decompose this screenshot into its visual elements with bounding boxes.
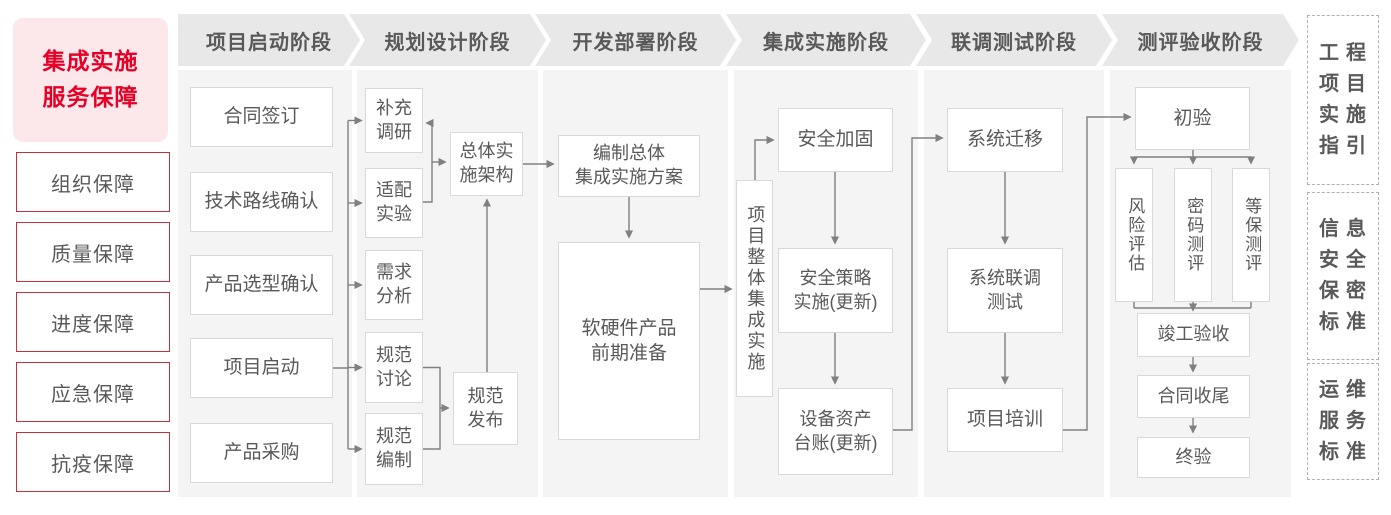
box-product-procurement: 产品采购 [190,423,333,483]
box-contract-closing: 合同收尾 [1137,375,1250,418]
box-project-training: 项目培训 [947,388,1063,452]
phase-header-integration: 集成实施阶段 [726,14,926,66]
phase-header-acceptance: 测评验收阶段 [1102,14,1299,66]
box-product-selection: 产品选型确认 [190,255,333,315]
box-integration-plan: 编制总体 集成实施方案 [558,135,700,197]
box-security-policy: 安全策略 实施(更新) [778,248,893,333]
sidebar-item-emergency: 应急保障 [16,362,170,422]
box-spec-discussion: 规范 讨论 [365,332,423,403]
sidebar-item-organization: 组织保障 [16,152,170,212]
sidebar-item-schedule: 进度保障 [16,292,170,352]
box-completion-acceptance: 竣工验收 [1137,313,1250,357]
box-overall-architecture: 总体实 施架构 [450,132,523,196]
phase-header-planning: 规划设计阶段 [349,14,546,66]
standard-box-ops-service: 运维 服务 标准 [1307,363,1379,480]
box-risk-assessment: 风险评估 [1115,168,1153,302]
box-mlps-evaluation: 等保测评 [1232,168,1270,302]
box-project-kickoff: 项目启动 [190,338,333,398]
box-asset-ledger: 设备资产 台账(更新) [778,388,893,475]
sidebar-item-quality: 质量保障 [16,222,170,282]
box-tech-route-confirm: 技术路线确认 [190,172,333,232]
box-joint-testing: 系统联调 测试 [947,248,1063,333]
phase-header-development: 开发部署阶段 [535,14,736,66]
phase-header-testing: 联调测试阶段 [916,14,1112,66]
box-hw-sw-preparation: 软硬件产品 前期准备 [558,242,700,440]
sidebar-title: 集成实施 服务保障 [13,18,168,142]
box-adaptation-test: 适配 实验 [365,168,423,238]
box-crypto-evaluation: 密码测评 [1174,168,1212,302]
box-requirement-analysis: 需求 分析 [365,250,423,320]
box-initial-acceptance: 初验 [1135,87,1250,150]
box-security-hardening: 安全加固 [778,108,893,172]
box-contract-signing: 合同签订 [190,87,333,147]
box-spec-drafting: 规范 编制 [365,413,423,485]
sidebar-item-epidemic: 抗疫保障 [16,432,170,492]
standard-box-infosec-secrecy: 信息 安全 保密 标准 [1307,192,1379,360]
box-spec-publish: 规范 发布 [453,372,518,445]
standard-box-engineering-guide: 工程 项目 实施 指引 [1307,15,1379,185]
box-overall-integration: 项目整体集成实施 [736,180,773,397]
box-system-migration: 系统迁移 [947,108,1063,172]
box-final-acceptance: 终验 [1137,437,1250,478]
phase-header-startup: 项目启动阶段 [178,14,360,66]
box-supplementary-research: 补充 调研 [365,88,423,153]
